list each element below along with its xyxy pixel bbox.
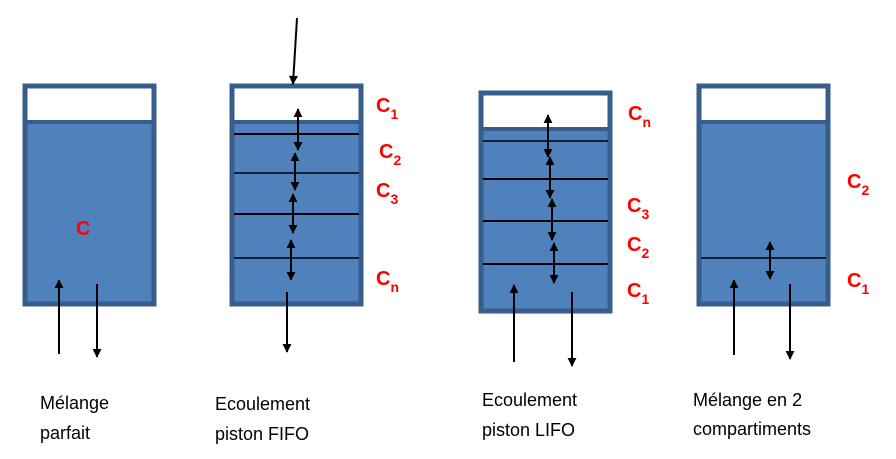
caption-line-2: parfait xyxy=(40,423,90,443)
concentration-label: C3 xyxy=(627,195,649,222)
caption-line-2: piston LIFO xyxy=(482,420,575,440)
two-compartment-diagram: C2 C1 Mélange en 2 compartiments xyxy=(693,83,869,439)
concentration-label: C2 xyxy=(627,234,649,261)
concentration-label: C1 xyxy=(627,280,649,307)
concentration-label: C1 xyxy=(376,95,398,122)
concentration-label: Cn xyxy=(376,268,399,295)
concentration-label: C3 xyxy=(376,180,398,207)
caption-line-1: Mélange en 2 xyxy=(693,390,802,410)
concentration-label: C1 xyxy=(847,270,869,297)
caption-line-1: Ecoulement xyxy=(215,394,310,414)
tank-3-headspace xyxy=(483,95,608,128)
tank-4-headspace xyxy=(701,88,826,121)
tank-2-headspace xyxy=(234,88,359,121)
caption-line-2: piston FIFO xyxy=(215,424,309,444)
caption-line-1: Ecoulement xyxy=(482,390,577,410)
concentration-label: Cn xyxy=(628,103,651,130)
caption-line-2: compartiments xyxy=(693,419,811,439)
caption-line-1: Mélange xyxy=(40,393,109,413)
concentration-label: C xyxy=(76,218,90,240)
perfect-mixing-diagram: C Mélange parfait xyxy=(22,83,157,443)
concentration-label: C2 xyxy=(847,171,869,198)
concentration-label: C2 xyxy=(379,141,401,168)
inlet-arrow xyxy=(288,17,298,85)
tank-1-headspace xyxy=(27,88,152,121)
lifo-plug-flow-diagram: Cn C3 C2 C1 Ecoulement piston LIFO xyxy=(478,90,651,440)
fifo-plug-flow-diagram: C1 C2 C3 Cn Ecoulement piston FIFO xyxy=(215,17,401,444)
